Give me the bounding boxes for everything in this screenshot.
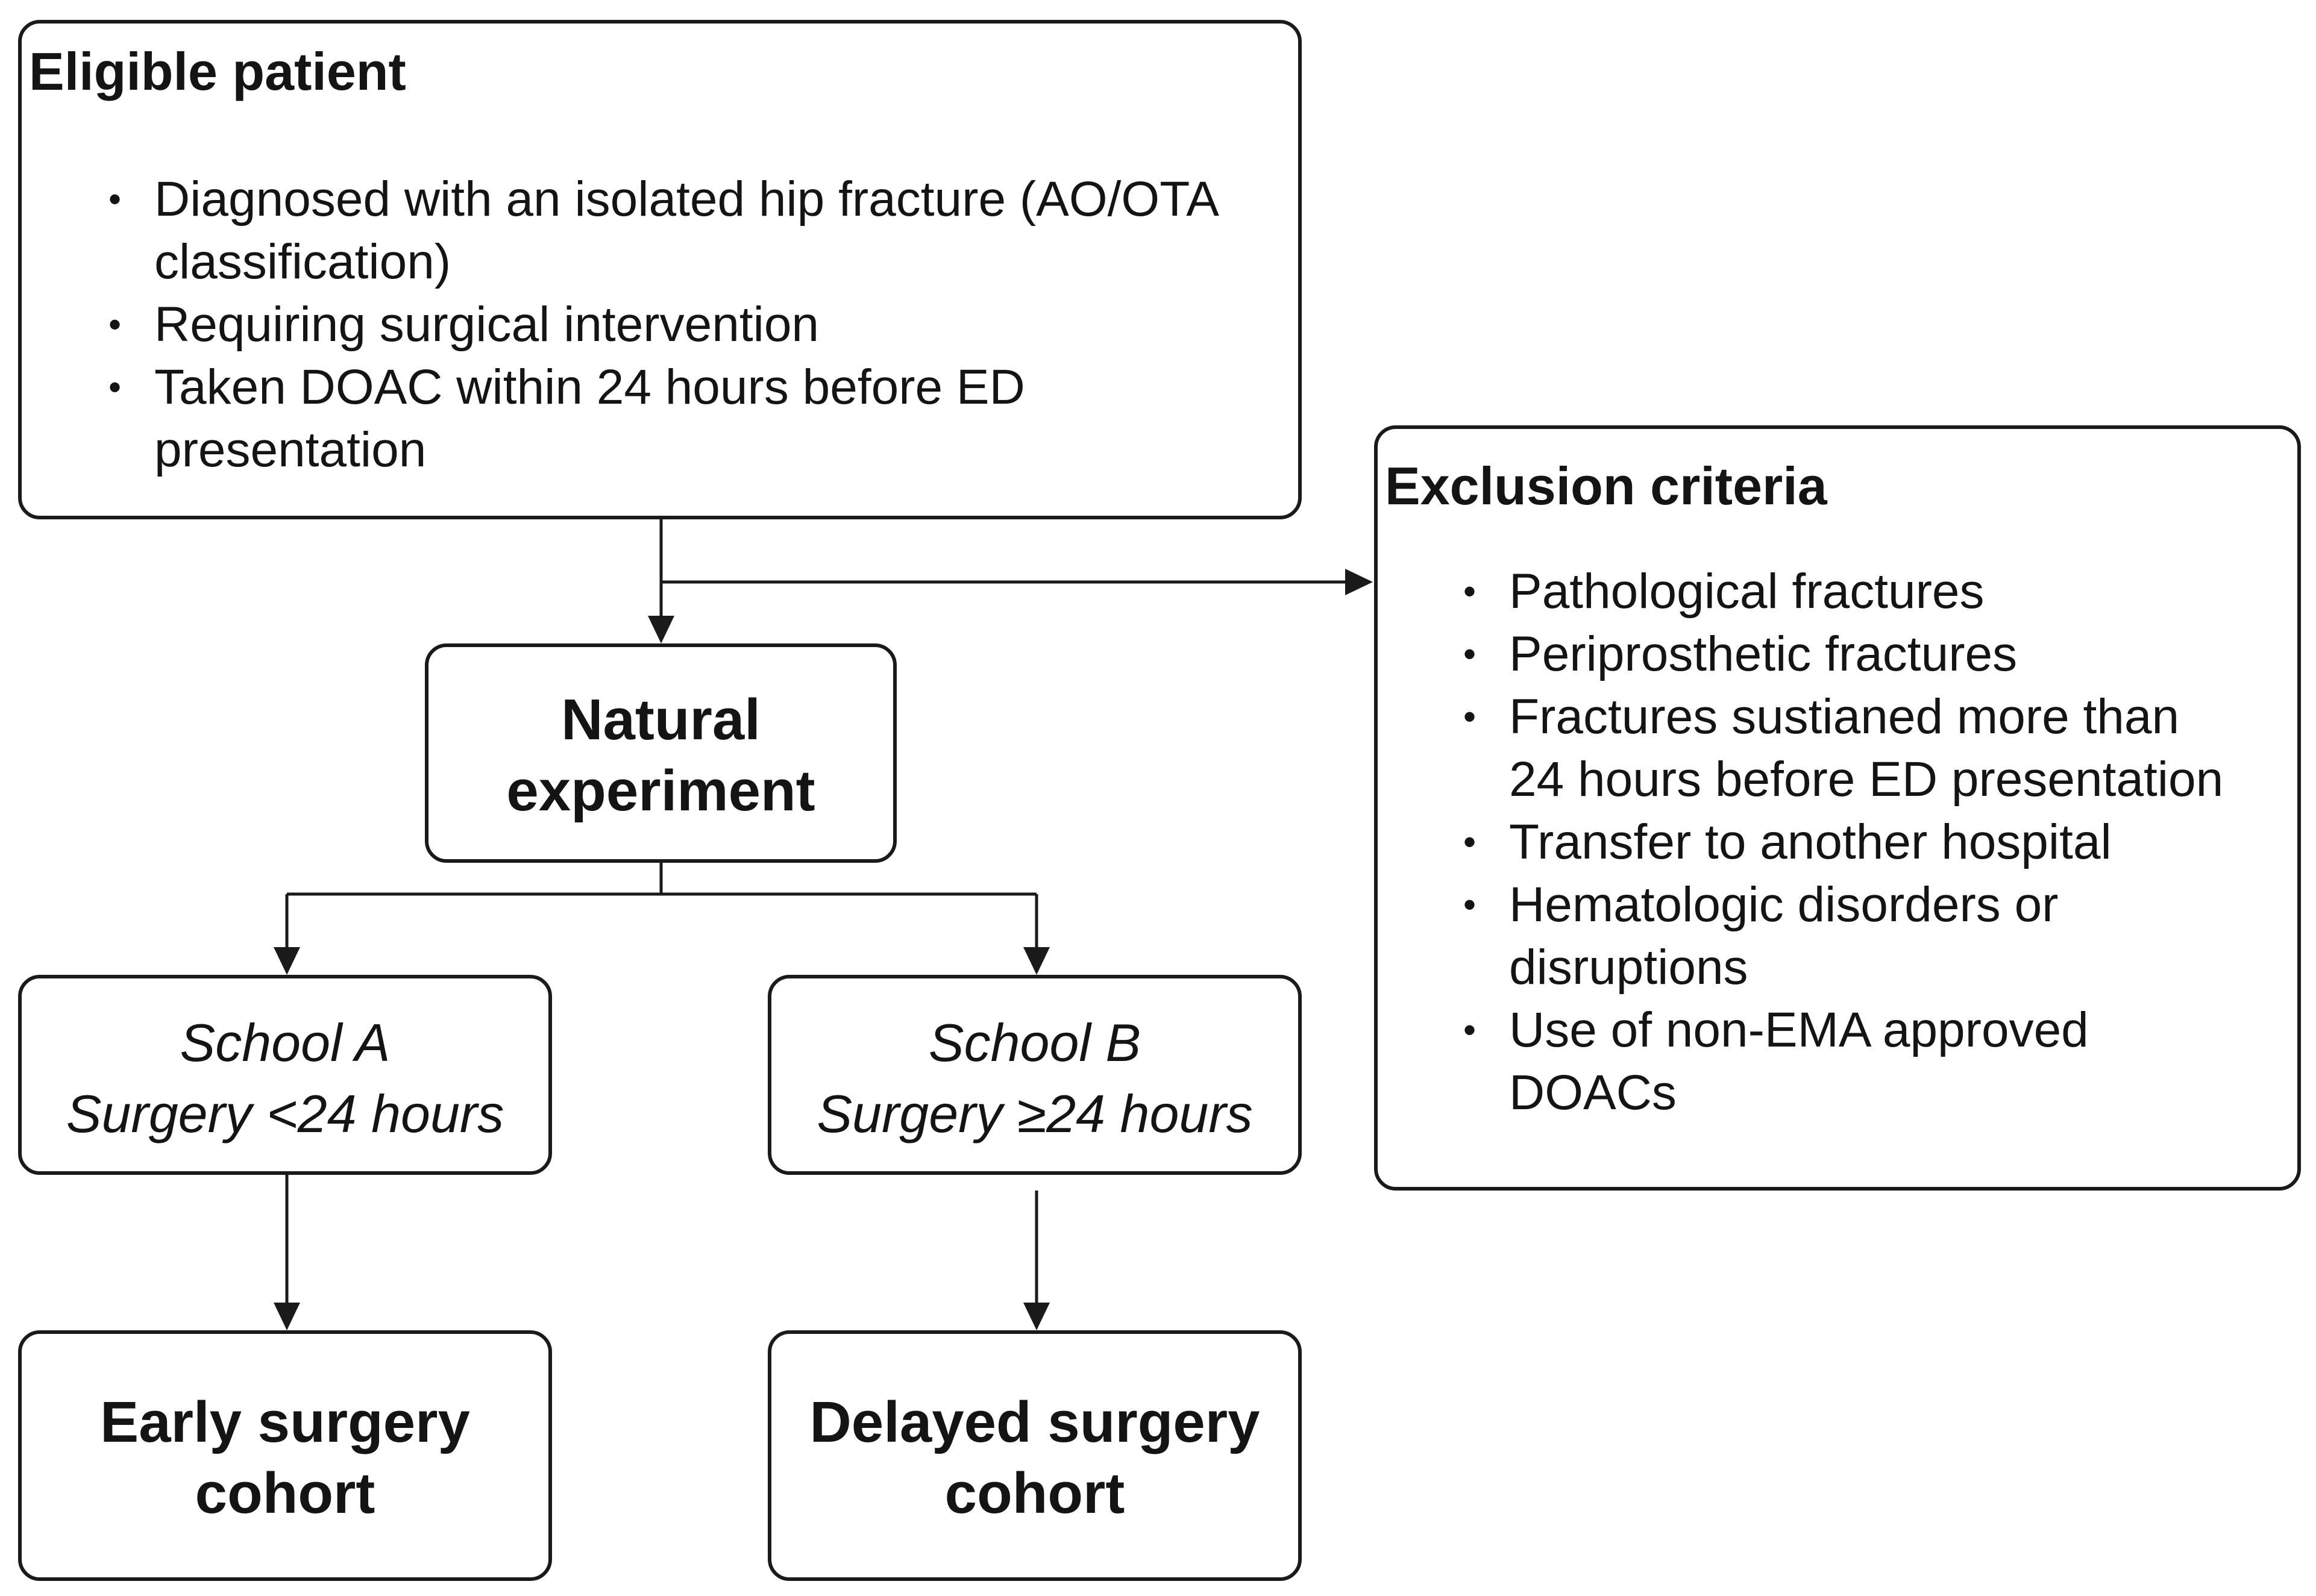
school-b-line1: School B (928, 1013, 1141, 1072)
eligible-item-line: Diagnosed with an isolated hip fracture … (154, 172, 1219, 227)
bullet-icon: • (1463, 1010, 1477, 1050)
exclusion-item: • Transfer to another hospital (1463, 811, 2292, 874)
exclusion-item-line: Hematologic disorders or (1509, 877, 2059, 932)
arrowhead-early (274, 1303, 300, 1330)
early-surgery-cohort-label: Early surgery cohort (22, 1387, 548, 1529)
exclusion-item: • Periprosthetic fractures (1463, 623, 2292, 686)
delayed-surgery-cohort-box: Delayed surgery cohort (768, 1330, 1302, 1581)
bullet-icon: • (1463, 884, 1477, 925)
exclusion-item: • Fractures sustianed more than 24 hours… (1463, 686, 2292, 811)
exclusion-criteria-list: • Pathological fractures • Periprostheti… (1463, 560, 2292, 1124)
arrowhead-delayed (1023, 1303, 1050, 1330)
eligible-item: • Diagnosed with an isolated hip fractur… (108, 168, 1299, 293)
eligible-item-line: Requiring surgical intervention (154, 297, 820, 352)
exclusion-criteria-title: Exclusion criteria (1385, 456, 1827, 516)
exclusion-item-line: Pathological fractures (1509, 564, 1985, 619)
school-b-box: School B Surgery ≥24 hours (768, 975, 1302, 1175)
early-surgery-line1: Early surgery (100, 1390, 470, 1454)
bullet-icon: • (1463, 822, 1477, 862)
exclusion-item-line: Periprosthetic fractures (1509, 627, 2018, 681)
delayed-surgery-cohort-label: Delayed surgery cohort (771, 1387, 1298, 1529)
delayed-surgery-line2: cohort (944, 1461, 1125, 1526)
natural-experiment-line2: experiment (506, 759, 815, 823)
arrowhead-school-a (274, 947, 300, 975)
eligible-item-line: presentation (154, 422, 427, 477)
arrowhead-exclusion (1345, 569, 1373, 595)
eligible-item: • Taken DOAC within 24 hours before ED p… (108, 356, 1299, 481)
bullet-icon: • (108, 304, 122, 345)
eligible-item-line: Taken DOAC within 24 hours before ED (154, 360, 1025, 415)
exclusion-item-line: DOACs (1509, 1065, 1677, 1120)
school-b-line2: Surgery ≥24 hours (817, 1084, 1253, 1144)
natural-experiment-label: Natural experiment (428, 684, 893, 827)
eligible-criteria-list: • Diagnosed with an isolated hip fractur… (108, 168, 1299, 481)
early-surgery-cohort-box: Early surgery cohort (18, 1330, 552, 1581)
school-a-line1: School A (180, 1013, 391, 1072)
natural-experiment-box: Natural experiment (425, 643, 897, 863)
eligible-item: • Requiring surgical intervention (108, 293, 1299, 356)
exclusion-item-line: 24 hours before ED presentation (1509, 752, 2224, 807)
exclusion-item: • Use of non-EMA approved DOACs (1463, 999, 2292, 1124)
delayed-surgery-line1: Delayed surgery (809, 1390, 1260, 1454)
exclusion-item: • Hematologic disorders or disruptions (1463, 874, 2292, 999)
bullet-icon: • (1463, 696, 1477, 737)
eligible-item-line: classification) (154, 234, 451, 289)
early-surgery-line2: cohort (195, 1461, 375, 1526)
bullet-icon: • (1463, 634, 1477, 674)
exclusion-item-line: Fractures sustianed more than (1509, 689, 2180, 744)
school-b-label: School B Surgery ≥24 hours (771, 1007, 1298, 1150)
natural-experiment-line1: Natural (561, 687, 761, 752)
bullet-icon: • (108, 179, 122, 219)
exclusion-item-line: Use of non-EMA approved (1509, 1003, 2089, 1057)
bullet-icon: • (108, 367, 122, 407)
arrowhead-natural (648, 616, 674, 643)
exclusion-item-line: disruptions (1509, 940, 1748, 995)
exclusion-criteria-box: Exclusion criteria • Pathological fractu… (1374, 425, 2301, 1191)
arrowhead-school-b (1023, 947, 1050, 975)
eligible-patient-box: Eligible patient • Diagnosed with an iso… (18, 20, 1302, 519)
school-a-box: School A Surgery <24 hours (18, 975, 552, 1175)
school-a-line2: Surgery <24 hours (66, 1084, 504, 1144)
exclusion-item: • Pathological fractures (1463, 560, 2292, 623)
school-a-label: School A Surgery <24 hours (22, 1007, 548, 1150)
bullet-icon: • (1463, 571, 1477, 612)
eligible-patient-title: Eligible patient (29, 42, 406, 101)
exclusion-item-line: Transfer to another hospital (1509, 815, 2112, 869)
